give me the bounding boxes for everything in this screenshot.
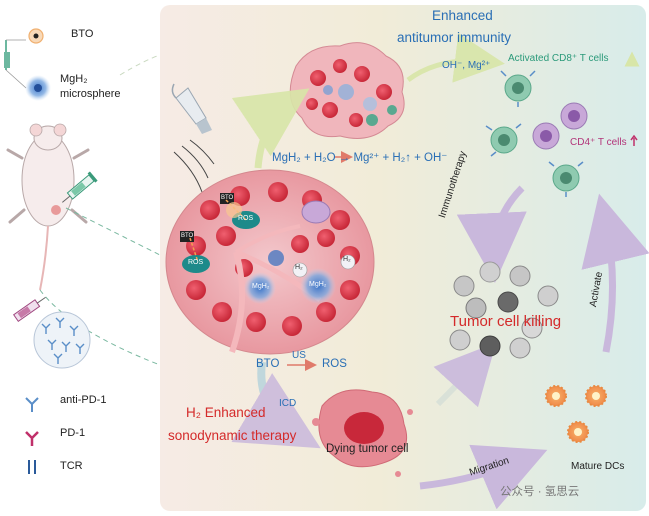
mature-dcs-label: Mature DCs <box>571 461 625 472</box>
cd4-label: CD4⁺ T cells <box>570 137 627 148</box>
bto-particle-label-a: BTO <box>221 195 234 201</box>
us-label: US <box>292 350 306 361</box>
t-cells <box>485 70 588 197</box>
anti-pd1-icon <box>25 397 39 412</box>
legend-tcr-label: TCR <box>60 460 83 472</box>
ros-label-b: ROS <box>188 259 204 266</box>
icd-label: ICD <box>279 398 297 409</box>
main-tumor <box>165 169 375 355</box>
ros-reaction-label: ROS <box>322 358 347 370</box>
legend-mgh2-label: MgH₂ <box>60 73 88 85</box>
antibody-syringe-icon <box>13 296 46 322</box>
syringe-icon <box>62 171 98 203</box>
legend-anti-pd1-label: anti-PD-1 <box>60 394 107 406</box>
tumor-cell-killing-cluster <box>449 261 559 359</box>
reaction-equation: MgH₂ + H₂O → Mg²⁺ + H₂↑ + OH⁻ <box>272 152 448 164</box>
watermark-label: 公众号 · 氢思云 <box>500 486 580 498</box>
antitumor-immunity-label: antitumor immunity <box>397 30 512 45</box>
enhanced-label: Enhanced <box>432 8 493 23</box>
legend-microsphere-label: microsphere <box>60 88 121 100</box>
oh-mg-label: OH⁻, Mg²⁺ <box>442 60 491 71</box>
h2-label-a: H₂ <box>295 264 303 271</box>
dying-tumor-cell-label: Dying tumor cell <box>326 443 409 455</box>
ultrasound-probe <box>171 83 212 134</box>
mature-dc-cells <box>545 385 607 443</box>
mgh2-label-b: MgH₂ <box>309 281 327 288</box>
top-tumor-cluster <box>289 42 405 139</box>
pd1-icon <box>25 431 39 446</box>
h2-enhanced-label: H₂ Enhanced <box>186 405 266 420</box>
legend-pd1-label: PD-1 <box>60 427 86 439</box>
bto-particle-label-b: BTO <box>181 233 194 239</box>
tcr-icon <box>28 460 36 474</box>
mouse-illustration <box>6 123 90 291</box>
bto-reaction-label: BTO <box>256 358 280 370</box>
sonodynamic-therapy-label: sonodynamic therapy <box>168 428 297 443</box>
activated-cd8-label: Activated CD8⁺ T cells <box>508 53 609 64</box>
ultrasound-waves <box>173 139 215 193</box>
dying-tumor-cell <box>312 389 413 477</box>
mgh2-label-a: MgH₂ <box>252 283 270 290</box>
ros-label-a: ROS <box>238 215 254 222</box>
tumor-cell-killing-label: Tumor cell killing <box>450 313 562 330</box>
h2-label-b: H₂ <box>343 256 351 263</box>
legend-bto-label: BTO <box>71 28 94 40</box>
